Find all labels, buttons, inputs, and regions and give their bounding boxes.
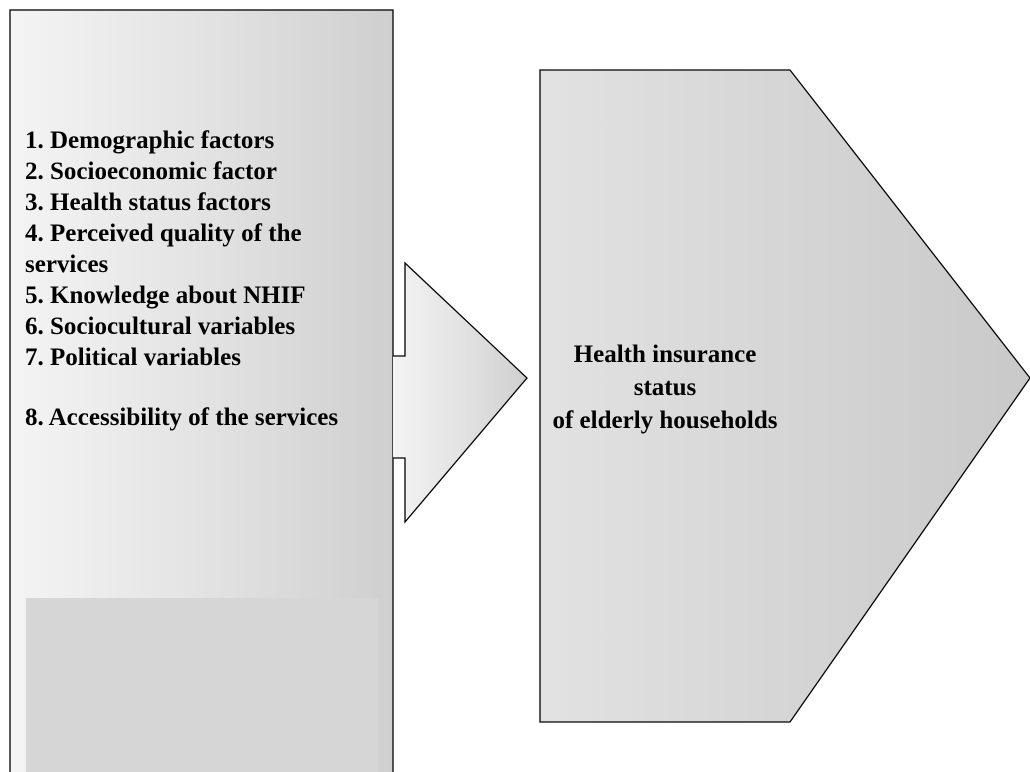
outcome-line-2: of elderly households xyxy=(552,407,778,434)
outcome-line-1: Health insurance status xyxy=(573,341,757,401)
factor-item: 3. Health status factors xyxy=(25,189,271,216)
connecting-arrow xyxy=(393,261,528,524)
factor-item: 7. Political variables xyxy=(25,344,241,371)
factor-spacer xyxy=(25,373,385,402)
outcome-label: Health insurance status of elderly house… xyxy=(545,338,785,437)
factor-item: 8. Accessibility of the services xyxy=(25,404,339,431)
factor-item: 5. Knowledge about NHIF xyxy=(25,282,306,309)
factor-item: 6. Sociocultural variables xyxy=(25,313,296,340)
factors-list: 1. Demographic factors 2. Socioeconomic … xyxy=(25,125,385,433)
factor-item: 4. Perceived quality of the services xyxy=(25,220,302,278)
factor-item: 2. Socioeconomic factor xyxy=(25,158,278,185)
outcome-chevron xyxy=(539,69,1030,723)
factor-item: 1. Demographic factors xyxy=(25,127,275,154)
factors-box-lower-panel xyxy=(26,598,378,772)
